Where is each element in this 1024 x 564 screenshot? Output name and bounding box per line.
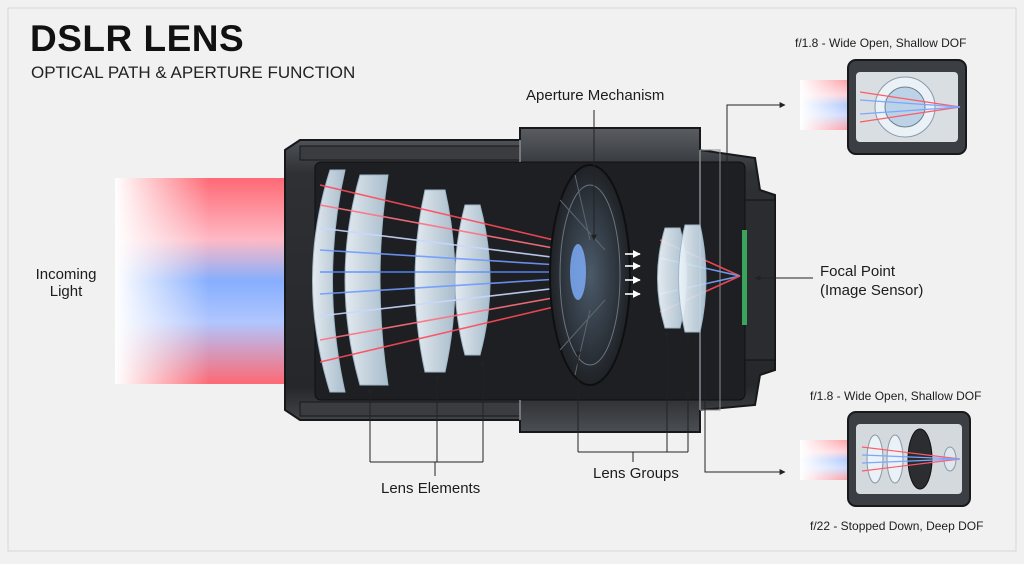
page-title: DSLR LENS [30,18,245,59]
top-inset-caption: f/1.8 - Wide Open, Shallow DOF [795,36,967,50]
aperture-diaphragm [549,164,631,386]
focal-point-label-line2: (Image Sensor) [820,282,924,299]
gap-arrows [625,250,641,298]
inset-wide-open [800,59,967,155]
image-sensor [742,230,747,325]
incoming-light-label-line2: Light [49,283,83,300]
incoming-light-label-line1: Incoming [35,266,97,283]
annotation-lines [367,102,813,476]
frame-border [7,7,1017,552]
bottom-inset-caption-above: f/1.8 - Wide Open, Shallow DOF [810,389,982,403]
focal-point-label-line1: Focal Point [820,263,896,280]
aperture-mechanism-label: Aperture Mechanism [526,87,665,104]
inset-stopped-down [800,411,971,507]
lens-groups-label: Lens Groups [593,465,679,482]
focal-point-label: Focal Point (Image Sensor) [820,262,923,300]
front-lens-elements [312,169,491,393]
lens-elements-label: Lens Elements [381,480,481,497]
page-subtitle: OPTICAL PATH & APERTURE FUNCTION [31,63,356,82]
incoming-light-label: Incoming Light [26,266,106,300]
rear-lens-groups [657,224,747,333]
bottom-inset-caption-below: f/22 - Stopped Down, Deep DOF [810,519,984,533]
